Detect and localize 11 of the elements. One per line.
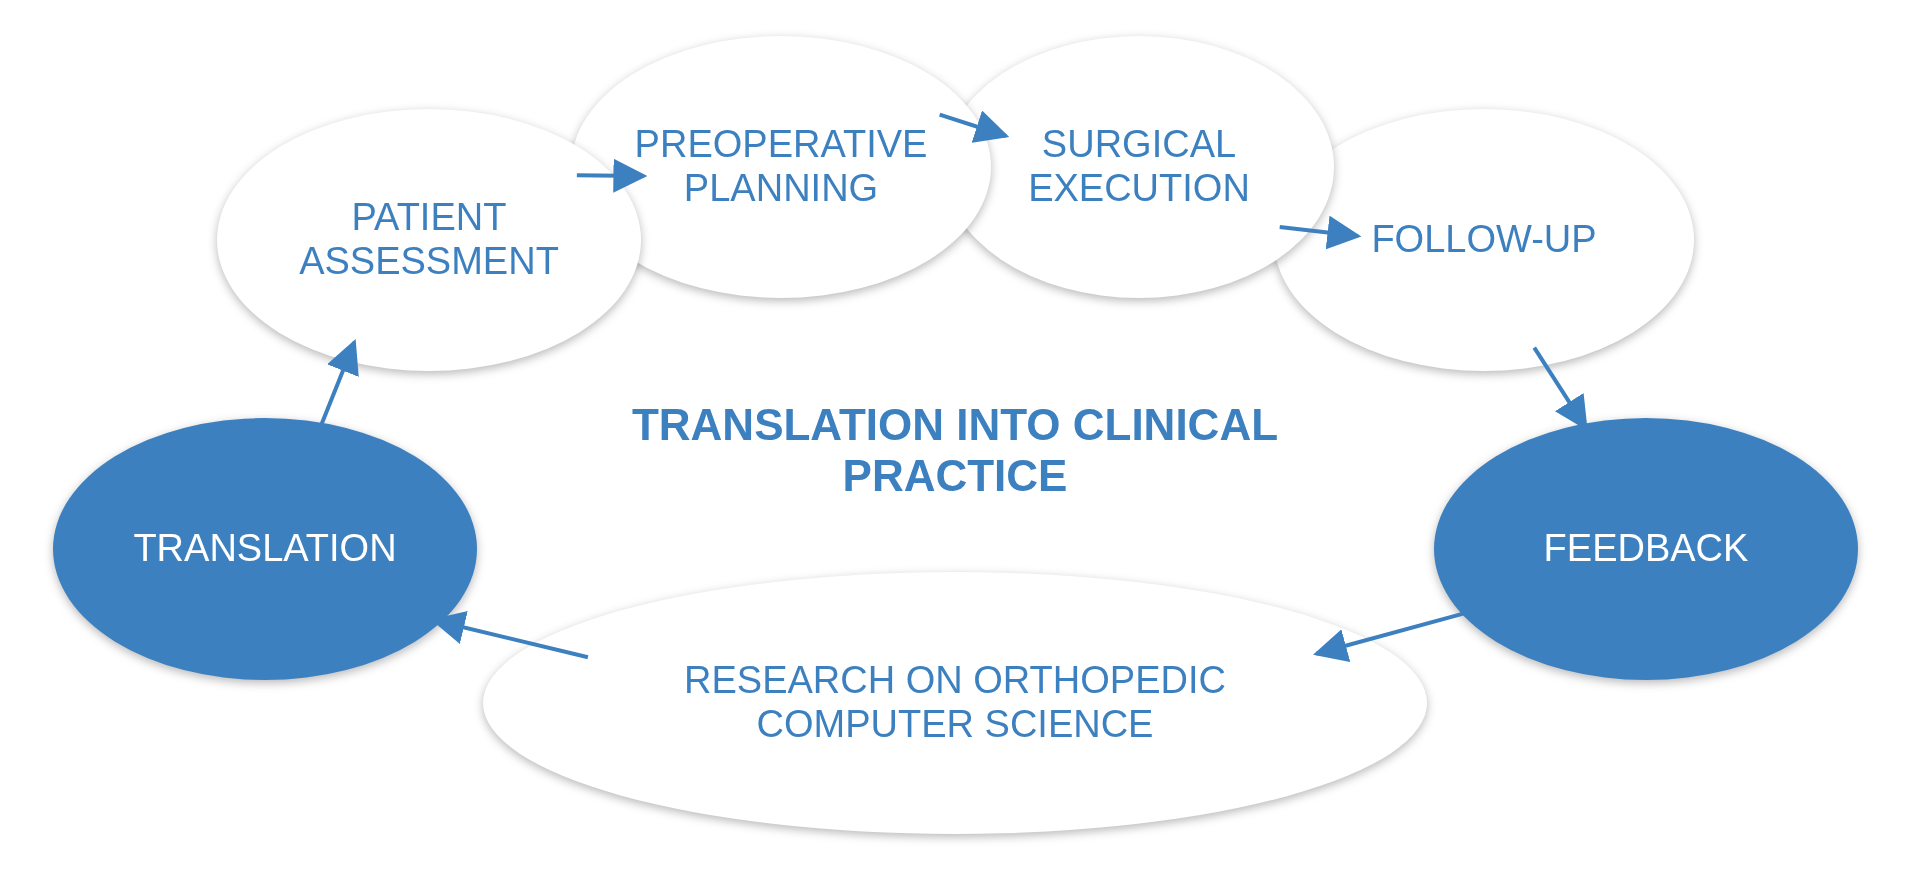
node-label: PREOPERATIVE PLANNING [633,123,929,211]
node-label: TRANSLATION [132,527,398,571]
node-label: RESEARCH ON ORTHOPEDIC COMPUTER SCIENCE [683,659,1227,747]
process-ellipse [1433,417,1859,681]
arrow [939,110,1010,143]
arrow [576,158,648,193]
node-label: FEEDBACK [1542,527,1750,571]
diagram-title: TRANSLATION INTO CLINICAL PRACTICE [630,400,1280,502]
node-label: PATIENT ASSESSMENT [298,196,560,284]
process-ellipse [52,417,478,681]
node-label: SURGICAL EXECUTION [1027,123,1251,211]
